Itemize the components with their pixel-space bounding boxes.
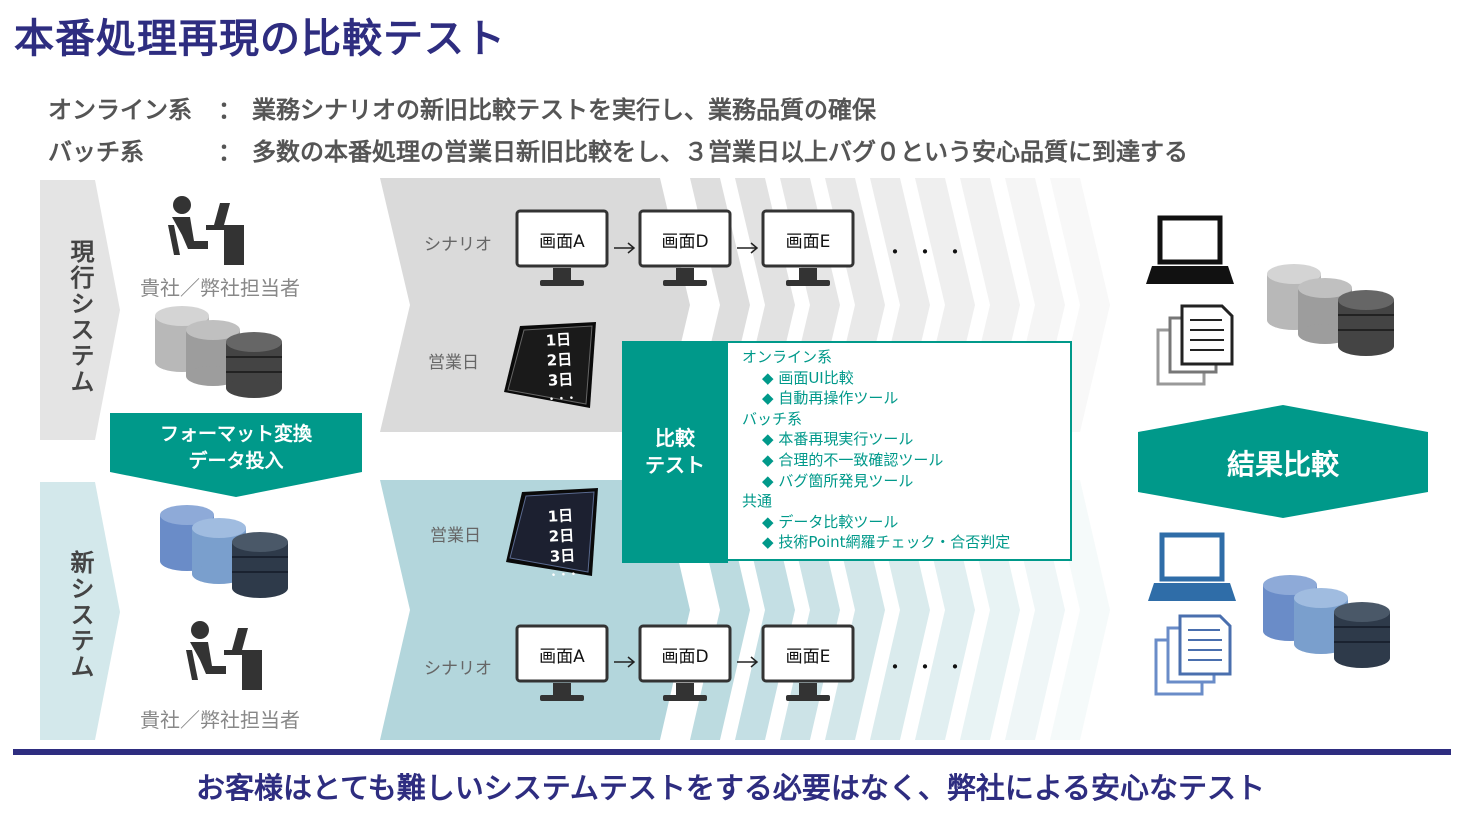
current-screen-e: 画面E — [785, 232, 831, 252]
flow-arrow-icon — [614, 242, 759, 668]
monitor-icon — [515, 209, 609, 286]
tool-category-online: オンライン系 — [742, 348, 833, 366]
new-scenario-label: シナリオ — [424, 659, 492, 679]
footer-divider — [13, 749, 1451, 755]
calendar-icon — [504, 322, 596, 408]
current-business-day-label: 営業日 — [428, 353, 479, 373]
tool-item: 自動再操作ツール — [742, 388, 1070, 409]
new-business-day-label: 営業日 — [430, 526, 481, 546]
format-conversion-line1: フォーマット変換 — [159, 423, 312, 445]
new-system-band — [40, 482, 120, 740]
new-screen-d: 画面D — [661, 647, 709, 667]
current-calendar-days: 1日 2日 3日 ・・・ — [528, 328, 592, 411]
current-screen-d: 画面D — [661, 232, 709, 252]
current-system-label: 現行システム — [66, 239, 94, 395]
new-system-label: 新システム — [66, 550, 94, 680]
database-icon — [1263, 575, 1390, 668]
new-day-more: ・・・ — [548, 569, 579, 582]
tool-item: 画面UI比較 — [742, 368, 1070, 389]
summary-batch: バッチ系 ： 多数の本番処理の営業日新旧比較をし、３営業日以上バグ０という安心品質に… — [48, 132, 1188, 167]
tool-item: バグ箇所発見ツール — [742, 471, 1070, 492]
compare-test-box: 比較 テスト — [622, 341, 728, 563]
monitor-icon — [761, 209, 855, 286]
summary-batch-colon: ： — [218, 138, 242, 166]
person-icon — [186, 621, 262, 690]
monitor-icon — [638, 624, 732, 701]
format-conversion-label: フォーマット変換 データ投入 — [110, 421, 362, 475]
database-icon — [160, 505, 288, 598]
current-scenario-label: シナリオ — [424, 235, 492, 255]
summary-online-colon: ： — [218, 96, 242, 124]
documents-icon — [1156, 304, 1234, 386]
monitor-icon — [761, 624, 855, 701]
new-ellipsis: ・・・ — [885, 655, 975, 679]
current-ellipsis: ・・・ — [885, 240, 975, 264]
current-screen-a: 画面A — [539, 232, 585, 252]
current-system-band — [40, 180, 120, 440]
tools-list: オンライン系 画面UI比較 自動再操作ツール バッチ系 本番再現実行ツール 合理… — [726, 341, 1072, 561]
new-screen-e: 画面E — [785, 647, 831, 667]
page-title: 本番処理再現の比較テスト — [14, 16, 506, 62]
tool-category-batch: バッチ系 — [742, 409, 803, 428]
compare-test-line1: 比較 — [655, 426, 695, 450]
documents-icon — [1154, 614, 1232, 696]
compare-test-line2: テスト — [645, 453, 705, 477]
tool-item: 本番再現実行ツール — [742, 429, 1070, 450]
tool-item: データ比較ツール — [742, 512, 1070, 533]
new-calendar-days: 1日 2日 3日 ・・・ — [530, 504, 594, 587]
database-icon — [155, 306, 282, 398]
monitor-icon — [638, 209, 732, 286]
summary-online: オンライン系 ： 業務シナリオの新旧比較テストを実行し、業務品質の確保 — [48, 90, 876, 125]
tool-item: 合理的不一致確認ツール — [742, 450, 1070, 471]
laptop-icon — [1148, 532, 1236, 601]
monitor-icon — [515, 624, 609, 701]
result-compare-label: 結果比較 — [1226, 448, 1339, 481]
summary-online-label: オンライン系 — [48, 96, 192, 124]
current-person-label: 貴社／弊社担当者 — [140, 276, 300, 300]
laptop-icon — [1146, 215, 1234, 284]
summary-batch-label: バッチ系 — [48, 138, 144, 166]
person-icon — [168, 196, 244, 265]
summary-batch-text: 多数の本番処理の営業日新旧比較をし、３営業日以上バグ０という安心品質に到達する — [252, 138, 1188, 166]
current-day-more: ・・・ — [546, 393, 577, 406]
new-person-label: 貴社／弊社担当者 — [140, 708, 300, 732]
format-conversion-line2: データ投入 — [188, 450, 284, 472]
footer-message: お客様はとても難しいシステムテストをする必要はなく、弊社による安心なテスト — [196, 771, 1265, 805]
calendar-icon — [506, 488, 598, 576]
database-icon — [1267, 264, 1394, 356]
new-screen-a: 画面A — [539, 647, 585, 667]
format-conversion-arrow — [110, 413, 362, 497]
tool-item: 技術Point網羅チェック・合否判定 — [742, 532, 1070, 553]
summary-online-text: 業務シナリオの新旧比較テストを実行し、業務品質の確保 — [252, 96, 876, 124]
result-compare-shape — [1138, 405, 1428, 518]
tool-category-common: 共通 — [742, 492, 773, 511]
